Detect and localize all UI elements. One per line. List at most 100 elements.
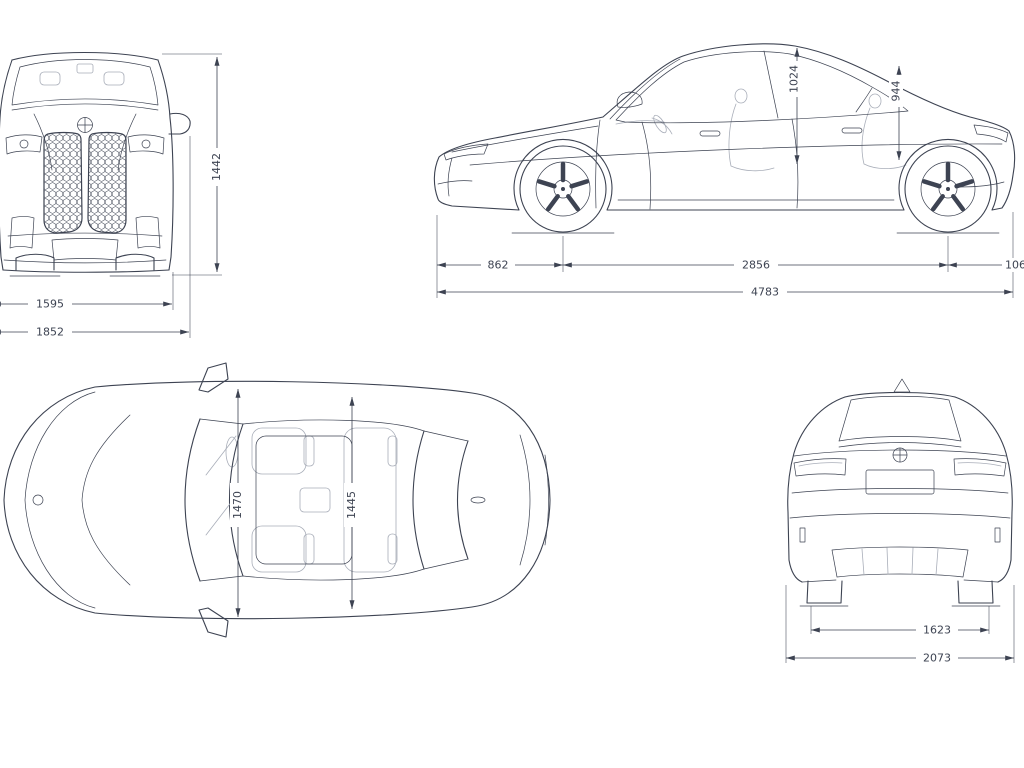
top-center-console (299, 487, 331, 513)
side-front-headrest (734, 88, 748, 104)
front-headrest-right (103, 71, 125, 86)
rear-width-ext-lines (785, 585, 1015, 663)
rear-license-plate (865, 469, 935, 495)
side-ext-lines (436, 212, 1014, 298)
top-front-seat-right (251, 525, 307, 573)
rear-taillight-right (953, 458, 1007, 477)
rear-width-label: 2073 (923, 652, 951, 665)
front-tire-left (15, 253, 55, 271)
side-door-handle-rear (841, 127, 863, 134)
rear-reflector-left (799, 527, 806, 543)
top-windshield-front-edge (184, 418, 201, 582)
rear-body-right (954, 396, 1013, 583)
front-track-label: 1595 (36, 298, 64, 311)
front-kidney-grille-left (43, 131, 83, 234)
rear-taillight-left-inner (798, 462, 843, 467)
bmw-roundel-rear-cross (892, 447, 908, 463)
front-intake-center (51, 238, 119, 261)
rear-reflector-right (994, 527, 1001, 543)
rear-bumper-crease (789, 513, 1011, 519)
front-body-bottom (2, 269, 170, 273)
side-b-pillar (763, 50, 779, 119)
side-rear-seat (861, 107, 907, 170)
side-glasshouse (615, 51, 909, 124)
top-front-seat-left (251, 427, 307, 475)
top-rear-window-rear-edge (456, 440, 469, 560)
top-front-headrest-right (303, 533, 315, 565)
top-mirror-upper (198, 362, 229, 393)
rear-wheel-left (806, 580, 843, 604)
bmw-roundel-hood-icon (32, 494, 44, 506)
overall-length-label: 4783 (751, 286, 779, 299)
top-car-outline (3, 380, 551, 620)
side-view-interior (615, 88, 907, 172)
side-door-handle-front (699, 130, 721, 137)
side-c-pillar (855, 87, 873, 113)
rear-wheel-right (957, 580, 994, 604)
side-rear-bumper-line (959, 181, 1005, 188)
front-bumper-upper-line (7, 232, 163, 237)
front-overhang-label: 862 (488, 259, 509, 272)
wheelbase-label: 2856 (742, 259, 770, 272)
side-taillight (973, 124, 1009, 143)
top-view-dimensions: 1470 1445 (230, 388, 359, 618)
front-headlight-left (5, 134, 43, 155)
front-rearview-mirror (76, 63, 94, 74)
front-headrest-left (39, 71, 61, 86)
front-body-left (0, 59, 13, 271)
top-shark-fin-antenna (470, 496, 486, 504)
rear-overhang-label: 1065 (1005, 259, 1024, 272)
top-mirror-lower (198, 607, 229, 638)
front-view-dimensions: 1442 1595 1852 (0, 53, 224, 339)
side-view-dimensions: 1024 944 862 2856 1065 4783 (436, 47, 1024, 299)
rear-fin-antenna (893, 378, 911, 393)
top-rear-headrest-left (387, 435, 398, 467)
side-car-outline (433, 43, 1016, 211)
front-width-label: 1852 (36, 326, 64, 339)
front-headlight-right (127, 134, 165, 155)
rear-diffuser-slats (861, 547, 939, 576)
front-view: 1442 1595 1852 (0, 51, 224, 339)
top-spoiler-edge (544, 454, 549, 546)
front-kidney-grille-right (87, 131, 127, 234)
front-headroom-label: 1024 (788, 65, 801, 93)
top-front-headrest-left (303, 435, 315, 467)
rear-body-left (787, 396, 846, 583)
top-roof-rails (242, 419, 425, 581)
top-hood-crease (81, 414, 131, 586)
front-intake-right (135, 216, 161, 249)
side-view: 1024 944 862 2856 1065 4783 (433, 43, 1024, 299)
front-headlight-lens-right (141, 139, 151, 149)
rear-diffuser (831, 546, 969, 578)
side-rear-wheel (904, 145, 992, 233)
rear-track-label: 1623 (923, 624, 951, 637)
side-swage-line (469, 143, 1003, 166)
rear-roof (844, 391, 956, 398)
front-roof (11, 51, 159, 61)
bmw-roundel-front-cross (77, 117, 93, 133)
front-tire-right (115, 253, 155, 271)
top-view-car (3, 362, 551, 638)
top-rear-headrest-right (387, 533, 398, 565)
top-view: 1470 1445 (3, 362, 551, 638)
front-cowl-line (11, 103, 159, 111)
front-view-car (0, 51, 191, 277)
side-mirror (616, 91, 643, 108)
top-bumper-inner-line (24, 391, 96, 609)
rear-view-dimensions: 1623 2073 (785, 585, 1015, 665)
side-front-bumper-lines (437, 157, 473, 197)
front-body-right (157, 59, 174, 271)
front-windshield (11, 59, 159, 106)
side-view-car (433, 43, 1016, 234)
front-interior-width-label: 1470 (231, 491, 244, 519)
rear-bumper-bottom-edges (801, 579, 999, 583)
front-headlight-lens-left (19, 139, 29, 149)
rear-bumper-top-line (791, 488, 1009, 494)
rear-decklid-line (838, 442, 962, 448)
side-front-seat (728, 103, 775, 172)
rear-view-car (787, 378, 1013, 607)
side-a-pillar (609, 58, 681, 120)
side-front-door-cut (641, 121, 652, 210)
